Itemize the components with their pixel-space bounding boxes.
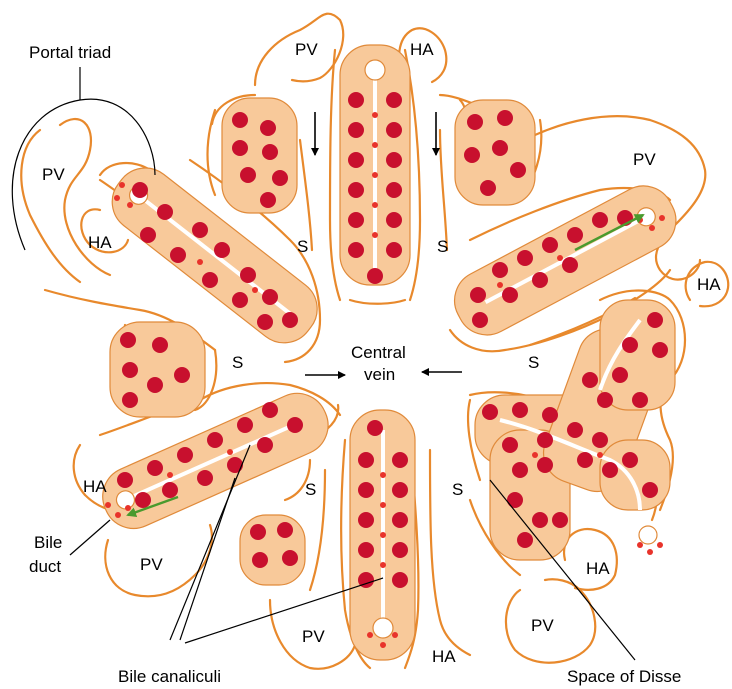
label-portal-triad: Portal triad [29, 43, 111, 62]
label-bile-duct-1: Bile [34, 533, 62, 552]
label-bile-canaliculi: Bile canaliculi [118, 667, 221, 686]
label-ha-top: HA [410, 40, 434, 59]
label-ha-bottom: HA [432, 647, 456, 666]
label-s-2: S [437, 237, 448, 256]
label-s-3: S [232, 353, 243, 372]
label-pv-lower-right: PV [531, 616, 554, 635]
label-central-vein-2: vein [364, 365, 395, 384]
label-pv-bottom: PV [302, 627, 325, 646]
label-pv-left: PV [42, 165, 65, 184]
label-central-vein-1: Central [351, 343, 406, 362]
label-ha-lower-right: HA [586, 559, 610, 578]
label-s-5: S [305, 480, 316, 499]
label-pv-top: PV [295, 40, 318, 59]
label-ha-left: HA [88, 233, 112, 252]
cluster-top-left [222, 98, 297, 213]
label-pv-right: PV [633, 150, 656, 169]
label-space-of-disse: Space of Disse [567, 667, 681, 686]
label-ha-right: HA [697, 275, 721, 294]
label-ha-lower-left: HA [83, 477, 107, 496]
label-s-1: S [297, 237, 308, 256]
label-bile-duct-2: duct [29, 557, 61, 576]
label-pv-lower-left: PV [140, 555, 163, 574]
leader-lines [12, 67, 635, 660]
label-s-6: S [452, 480, 463, 499]
label-s-4: S [528, 353, 539, 372]
left-pv-outline [21, 130, 80, 282]
cluster-bottom-left [240, 515, 305, 585]
bile-duct-leader [70, 520, 110, 555]
